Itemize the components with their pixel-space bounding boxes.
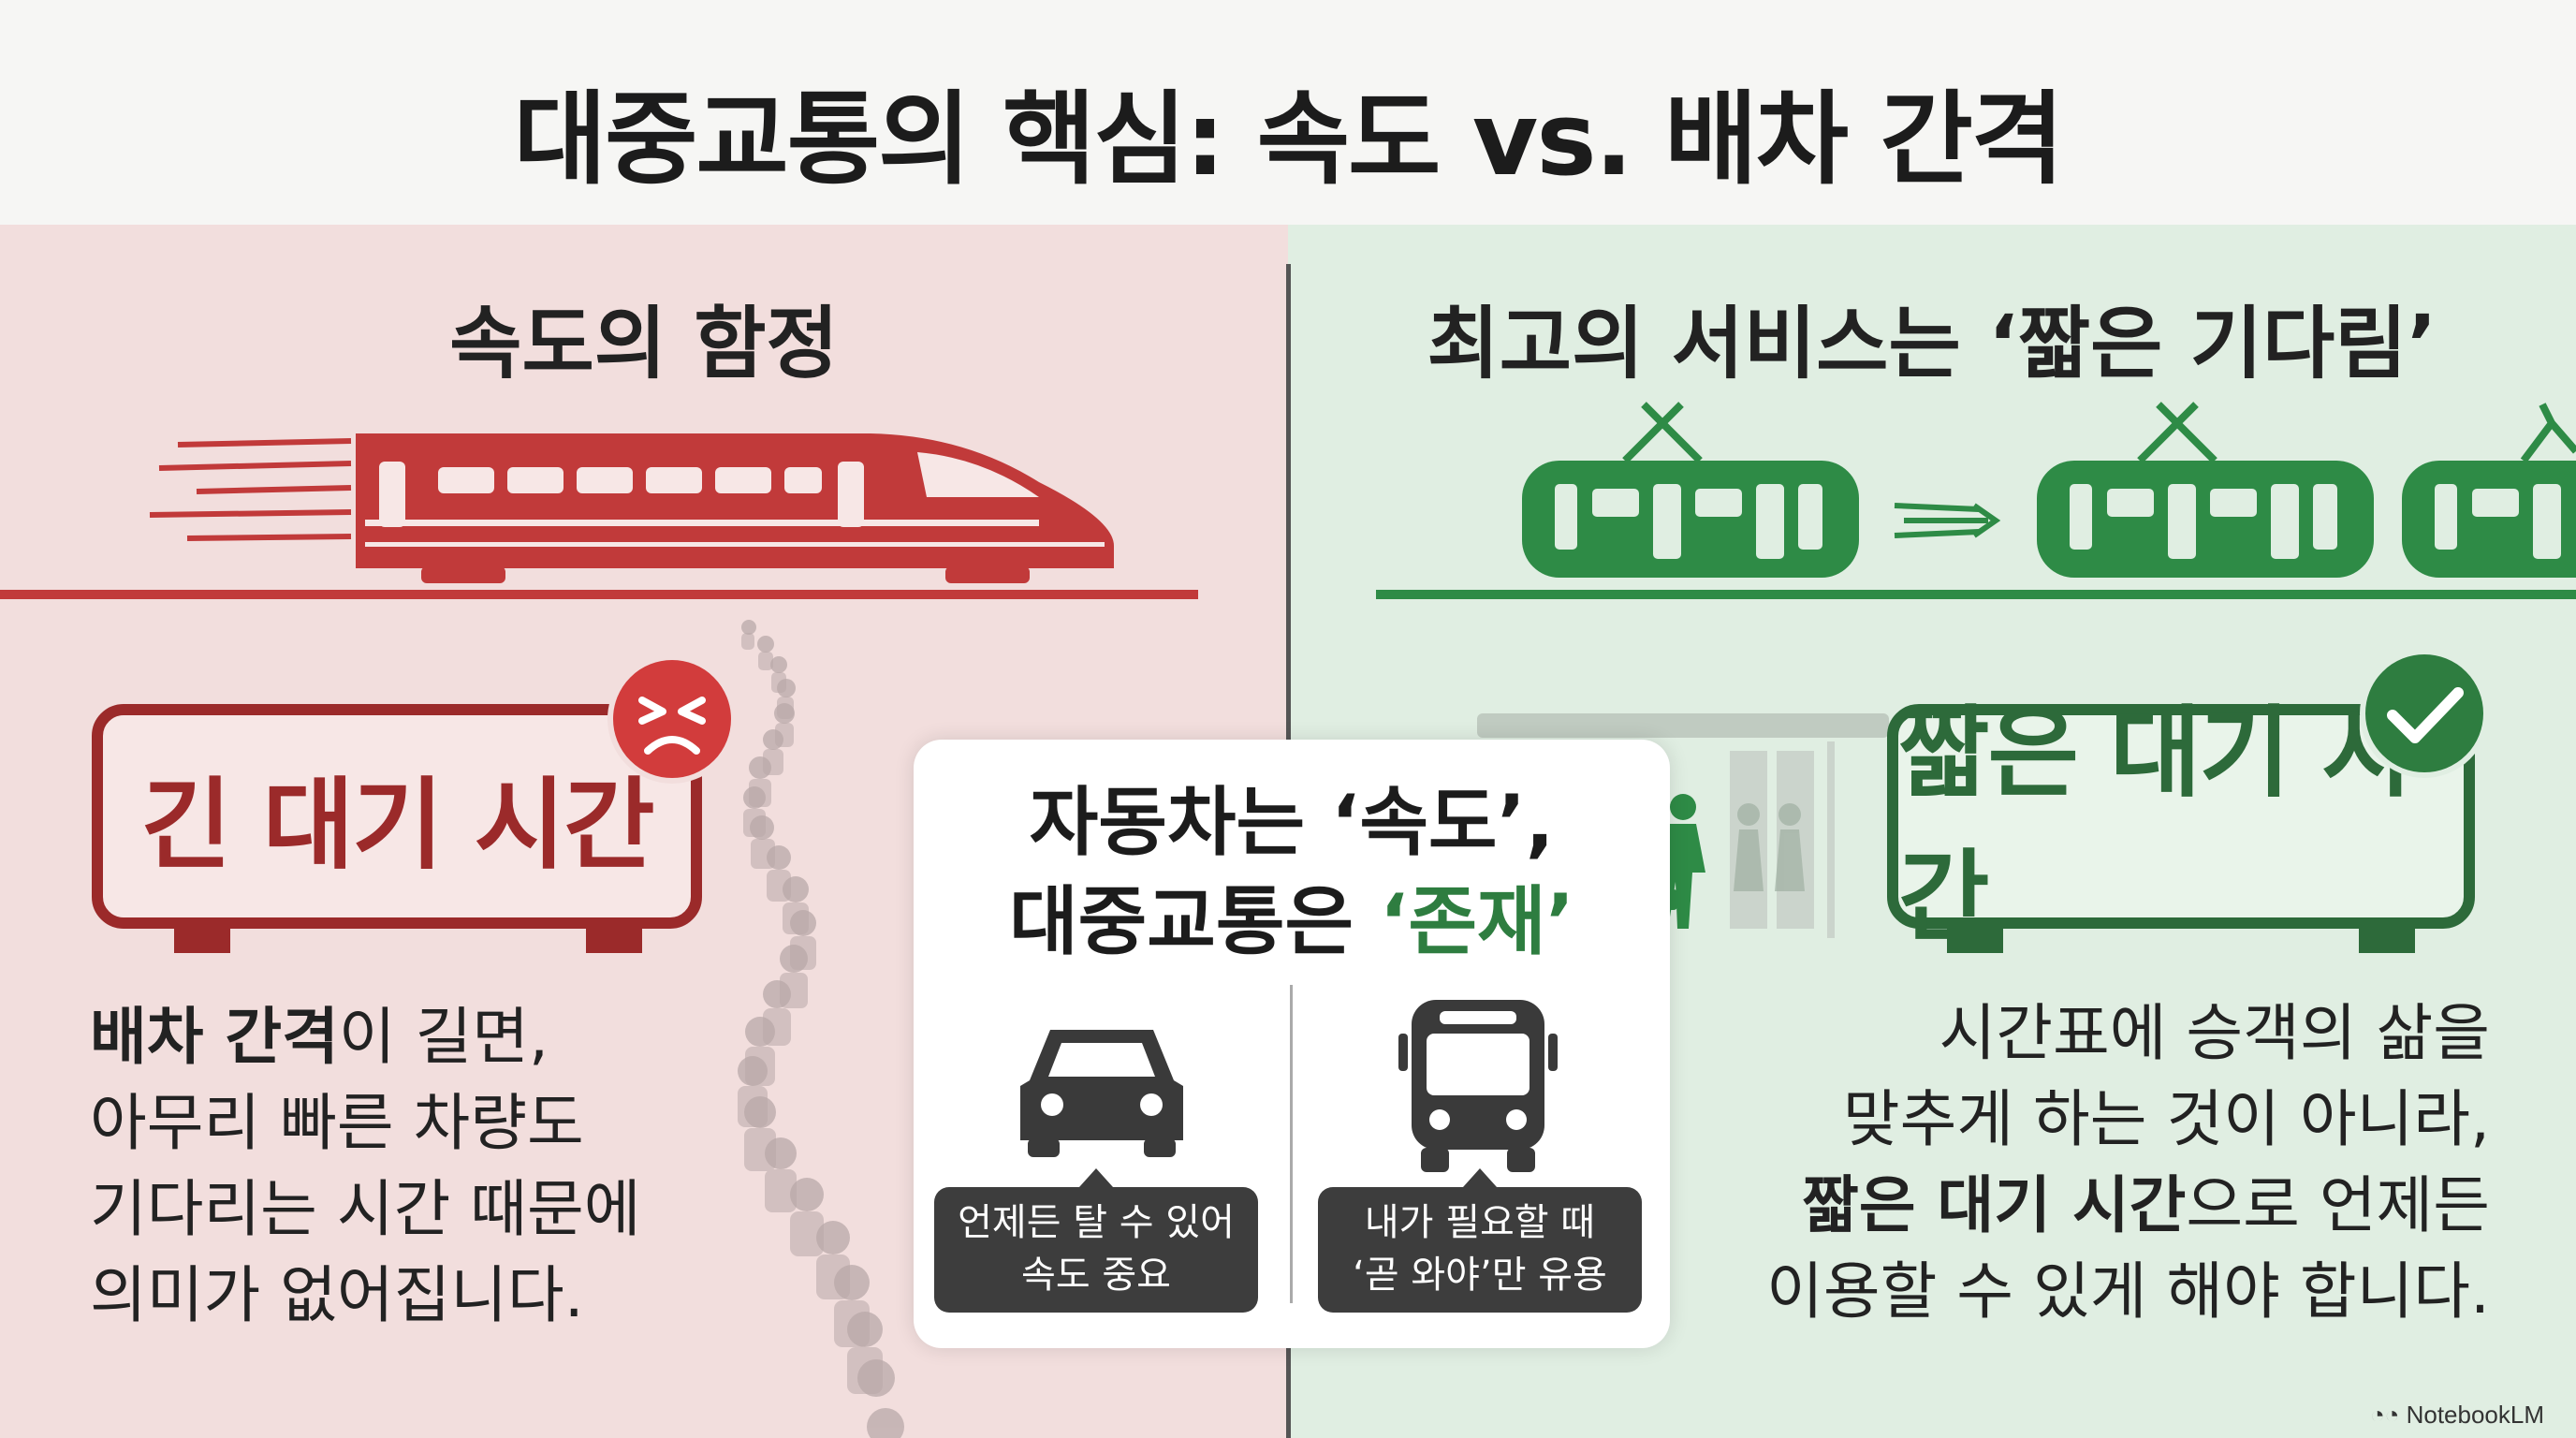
watermark: ◔◔ NotebookLM [2370, 1401, 2544, 1430]
left-body-line3: 기다리는 시간 때문에 [90, 1173, 641, 1245]
sign-leg [1947, 929, 2003, 953]
motion-arrows-icon [1894, 503, 2001, 538]
right-heading: 최고의 서비스는 ‘짧은 기다림’ [1427, 298, 2437, 389]
bus-bubble-line2: ‘곧 와야’만 유용 [1353, 1254, 1607, 1297]
left-body-line2: 아무리 빠른 차량도 [90, 1087, 584, 1159]
right-body-line2: 맞추게 하는 것이 아니라, [1842, 1083, 2490, 1155]
right-body-line3: 으로 언제든 [2186, 1169, 2490, 1241]
angry-face-icon [607, 654, 737, 784]
sign-leg [174, 929, 230, 953]
center-title-line1: 자동차는 ‘속도’, [1029, 779, 1555, 866]
tram-icon-3 [2402, 403, 2576, 578]
high-speed-train-icon [149, 433, 1114, 583]
car-bubble-line2: 속도 중요 [1021, 1254, 1171, 1297]
car-icon [1020, 1030, 1183, 1157]
right-body-line1: 시간표에 승객의 삶을 [1939, 997, 2490, 1069]
car-vs-transit-card: 자동차는 ‘속도’, 대중교통은 ‘존재’ 언제든 탈 수 있어 속도 중요 내… [914, 740, 1670, 1348]
center-card-divider [1290, 985, 1293, 1303]
right-body-text: 시간표에 승객의 삶을 맞추게 하는 것이 아니라, 짧은 대기 시간으로 언제… [1666, 990, 2490, 1335]
right-rail-track [1376, 590, 2576, 599]
center-title-line2: 대중교통은 [1009, 878, 1380, 965]
long-wait-label: 긴 대기 시간 [140, 768, 654, 883]
notebooklm-logo-icon: ◔◔ [2369, 1401, 2407, 1429]
left-rail-track [0, 590, 1198, 599]
bus-icon [1398, 1000, 1558, 1172]
left-body-bold: 배차 간격 [90, 1001, 339, 1073]
left-body-text: 배차 간격이 길면, 아무리 빠른 차량도 기다리는 시간 때문에 의미가 없어… [90, 994, 839, 1339]
sign-leg [2359, 929, 2415, 953]
center-card-title: 자동차는 ‘속도’, 대중교통은 ‘존재’ [914, 773, 1670, 972]
right-body-bold: 짧은 대기 시간 [1802, 1169, 2187, 1241]
sign-leg [586, 929, 642, 953]
car-bubble-line1: 언제든 탈 수 있어 [958, 1201, 1235, 1244]
waiting-queue-illustration [738, 620, 904, 1438]
right-body-line4: 이용할 수 있게 해야 합니다. [1766, 1255, 2490, 1328]
bus-speech-bubble: 내가 필요할 때 ‘곧 와야’만 유용 [1318, 1168, 1642, 1313]
left-body-line1: 이 길면, [338, 1001, 549, 1073]
watermark-text: NotebookLM [2406, 1401, 2544, 1429]
long-wait-sign: 긴 대기 시간 [92, 704, 702, 929]
left-body-line4: 의미가 없어집니다. [90, 1259, 584, 1331]
tram-icon-2 [2037, 402, 2374, 578]
left-heading: 속도의 함정 [449, 298, 839, 389]
center-title-emphasis: ‘존재’ [1379, 878, 1574, 965]
bus-bubble-line1: 내가 필요할 때 [1364, 1201, 1596, 1244]
page-title: 대중교통의 핵심: 속도 vs. 배차 간격 [513, 81, 2065, 198]
tram-icon-1 [1522, 402, 1859, 578]
check-icon [2360, 649, 2489, 778]
car-speech-bubble: 언제든 탈 수 있어 속도 중요 [934, 1168, 1258, 1313]
